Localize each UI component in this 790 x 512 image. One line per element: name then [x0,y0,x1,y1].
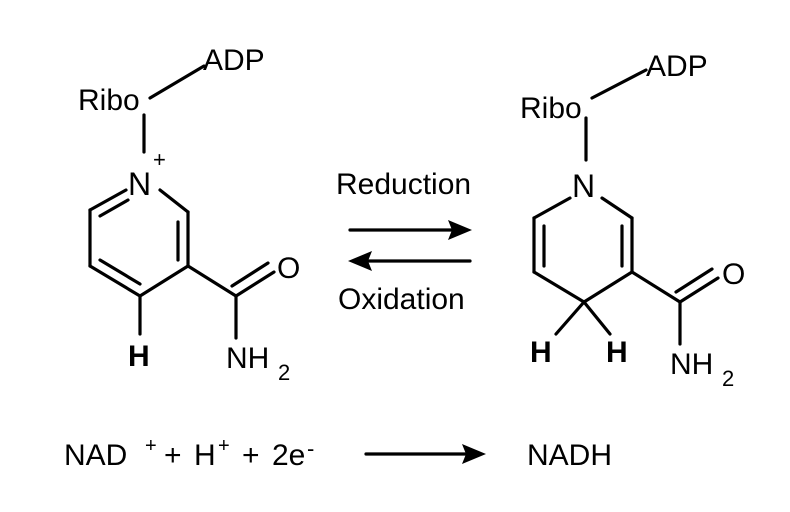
reverse-arrow-head [348,251,372,271]
oxygen-label: O [722,258,745,291]
carbonyl-o-bond-double [674,267,714,294]
carbonyl-o-bond [678,276,720,304]
ring-bond-c4-c5 [532,270,586,304]
hydrogen-label-2: H [606,336,628,369]
nitrogen-label: N [572,168,595,204]
equation-nad-label: NAD [64,439,127,472]
ribo-label: Ribo [520,92,582,125]
equation-electrons-label: 2e [272,439,305,472]
equation-h-label: H [194,439,216,472]
equilibrium-arrows: Reduction Oxidation [336,168,472,316]
ring-bond-c6-n [532,196,572,220]
equation-nad-charge: + [145,435,157,457]
c4-h2-bond [582,300,612,336]
ring-bond-c3-c4 [582,270,634,304]
ring-bond-n-c2 [600,196,634,220]
positive-charge-label: + [153,147,166,172]
ribo-adp-bond [590,68,648,100]
equation-electron-charge: - [307,436,314,461]
ring-bond-c4-c5 [88,264,142,298]
ring-bond-c3-c4 [138,264,190,298]
equation-plus-1: + [164,439,182,472]
c4-h1-bond [554,300,586,336]
nitrogen-label: N [128,166,151,202]
adp-label: ADP [646,50,708,83]
overall-equation: NAD + + H + + 2e - NADH [64,435,612,472]
carbonyl-o-bond-double [230,261,270,288]
nadh-structure: ADP Ribo N O NH 2 H H [520,50,745,391]
adp-label: ADP [203,44,265,77]
hydrogen-label-1: H [530,336,552,369]
amide-nh-label: NH [670,348,713,381]
hydrogen-label: H [128,340,150,373]
carbonyl-o-bond [234,270,276,298]
ribo-adp-bond [148,64,206,100]
nad-plus-structure: ADP Ribo N + O NH 2 H [78,44,300,385]
ribo-label: Ribo [78,84,140,117]
ring-bond-n-c2 [158,188,190,214]
equation-arrow-head [462,444,486,464]
forward-arrow-head [448,220,472,240]
amide-subscript-label: 2 [722,366,734,391]
c3-carbonyl-bond [630,270,682,304]
equation-product-label: NADH [527,439,612,472]
equation-plus-2: + [242,439,260,472]
ring-bond-c6-n-inner [98,198,130,218]
equation-h-charge: + [218,435,230,457]
ring-bond-c6-n [88,188,128,212]
reduction-label: Reduction [336,168,471,201]
amide-subscript-label: 2 [278,360,290,385]
oxygen-label: O [277,252,300,285]
oxidation-label: Oxidation [338,283,465,316]
amide-nh-label: NH [226,342,269,375]
ring-bond-c4-c5-inner [98,258,142,286]
c3-carbonyl-bond [186,264,238,298]
